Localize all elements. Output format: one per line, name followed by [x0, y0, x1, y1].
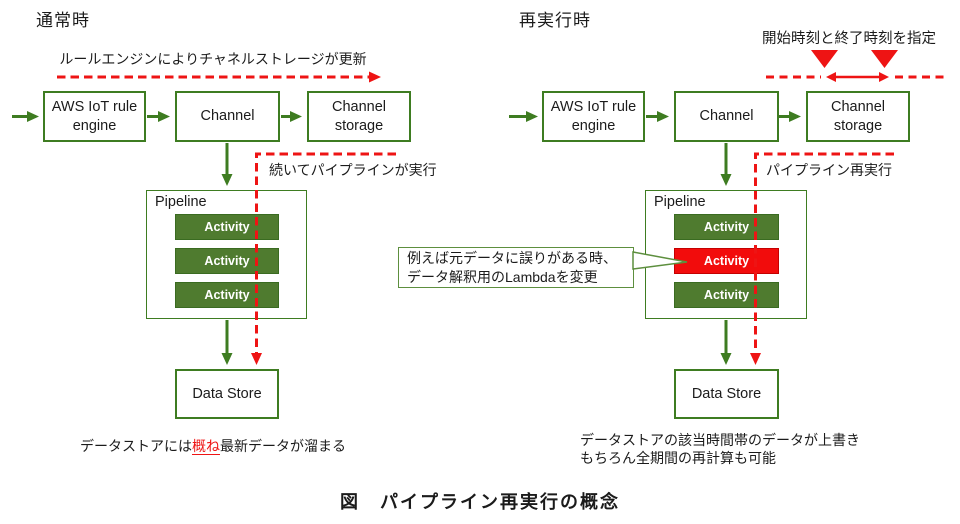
time-range-arrowhead-right [879, 72, 889, 82]
left-pipeline-run-label: 続いてパイプラインが実行 [269, 162, 437, 178]
left-activity-3: Activity [175, 282, 279, 308]
left-diagram-title: 通常時 [36, 11, 90, 30]
right-activity-3: Activity [674, 282, 779, 308]
left-node-channel-storage: Channel storage [307, 91, 411, 142]
left-activity-2: Activity [175, 248, 279, 274]
right-lambda-callout-line2: データ解釈用のLambdaを変更 [407, 269, 598, 285]
right-activity-1: Activity [674, 214, 779, 240]
left-node-rule-engine: AWS IoT rule engine [43, 91, 146, 142]
right-pipeline-rerun-label: パイプライン再実行 [766, 162, 892, 178]
left-bottom-note-post: 最新データが溜まる [220, 438, 346, 454]
figure-caption: 図 パイプライン再実行の概念 [340, 492, 620, 512]
time-range-arrowhead-left [826, 72, 836, 82]
right-time-range-label: 開始時刻と終了時刻を指定 [762, 31, 936, 47]
right-bottom-note-line2: もちろん全期間の再計算も可能 [580, 450, 776, 466]
right-activity-2-modified: Activity [674, 248, 779, 274]
right-bottom-note-line1: データストアの該当時間帯のデータが上書き [580, 432, 860, 448]
right-node-channel: Channel [674, 91, 779, 142]
start-time-marker-icon [811, 50, 838, 68]
right-lambda-callout-line1: 例えば元データに誤りがある時、 [407, 250, 617, 266]
left-bottom-note-pre: データストアには [80, 438, 192, 454]
right-node-rule-engine: AWS IoT rule engine [542, 91, 645, 142]
right-node-channel-storage: Channel storage [806, 91, 910, 142]
right-node-data-store: Data Store [674, 369, 779, 419]
left-bottom-note-highlight: 概ね [192, 438, 220, 455]
left-node-data-store: Data Store [175, 369, 279, 419]
left-node-channel: Channel [175, 91, 280, 142]
right-diagram-title: 再実行時 [519, 11, 591, 30]
end-time-marker-icon [871, 50, 898, 68]
right-pipeline-label: Pipeline [654, 194, 706, 210]
left-pipeline-label: Pipeline [155, 194, 207, 210]
left-storage-update-label: ルールエンジンによりチャネルストレージが更新 [59, 51, 367, 67]
right-lambda-callout: 例えば元データに誤りがある時、 データ解釈用のLambdaを変更 [398, 247, 634, 288]
left-activity-1: Activity [175, 214, 279, 240]
left-bottom-note: データストアには概ね最新データが溜まる [80, 436, 346, 456]
